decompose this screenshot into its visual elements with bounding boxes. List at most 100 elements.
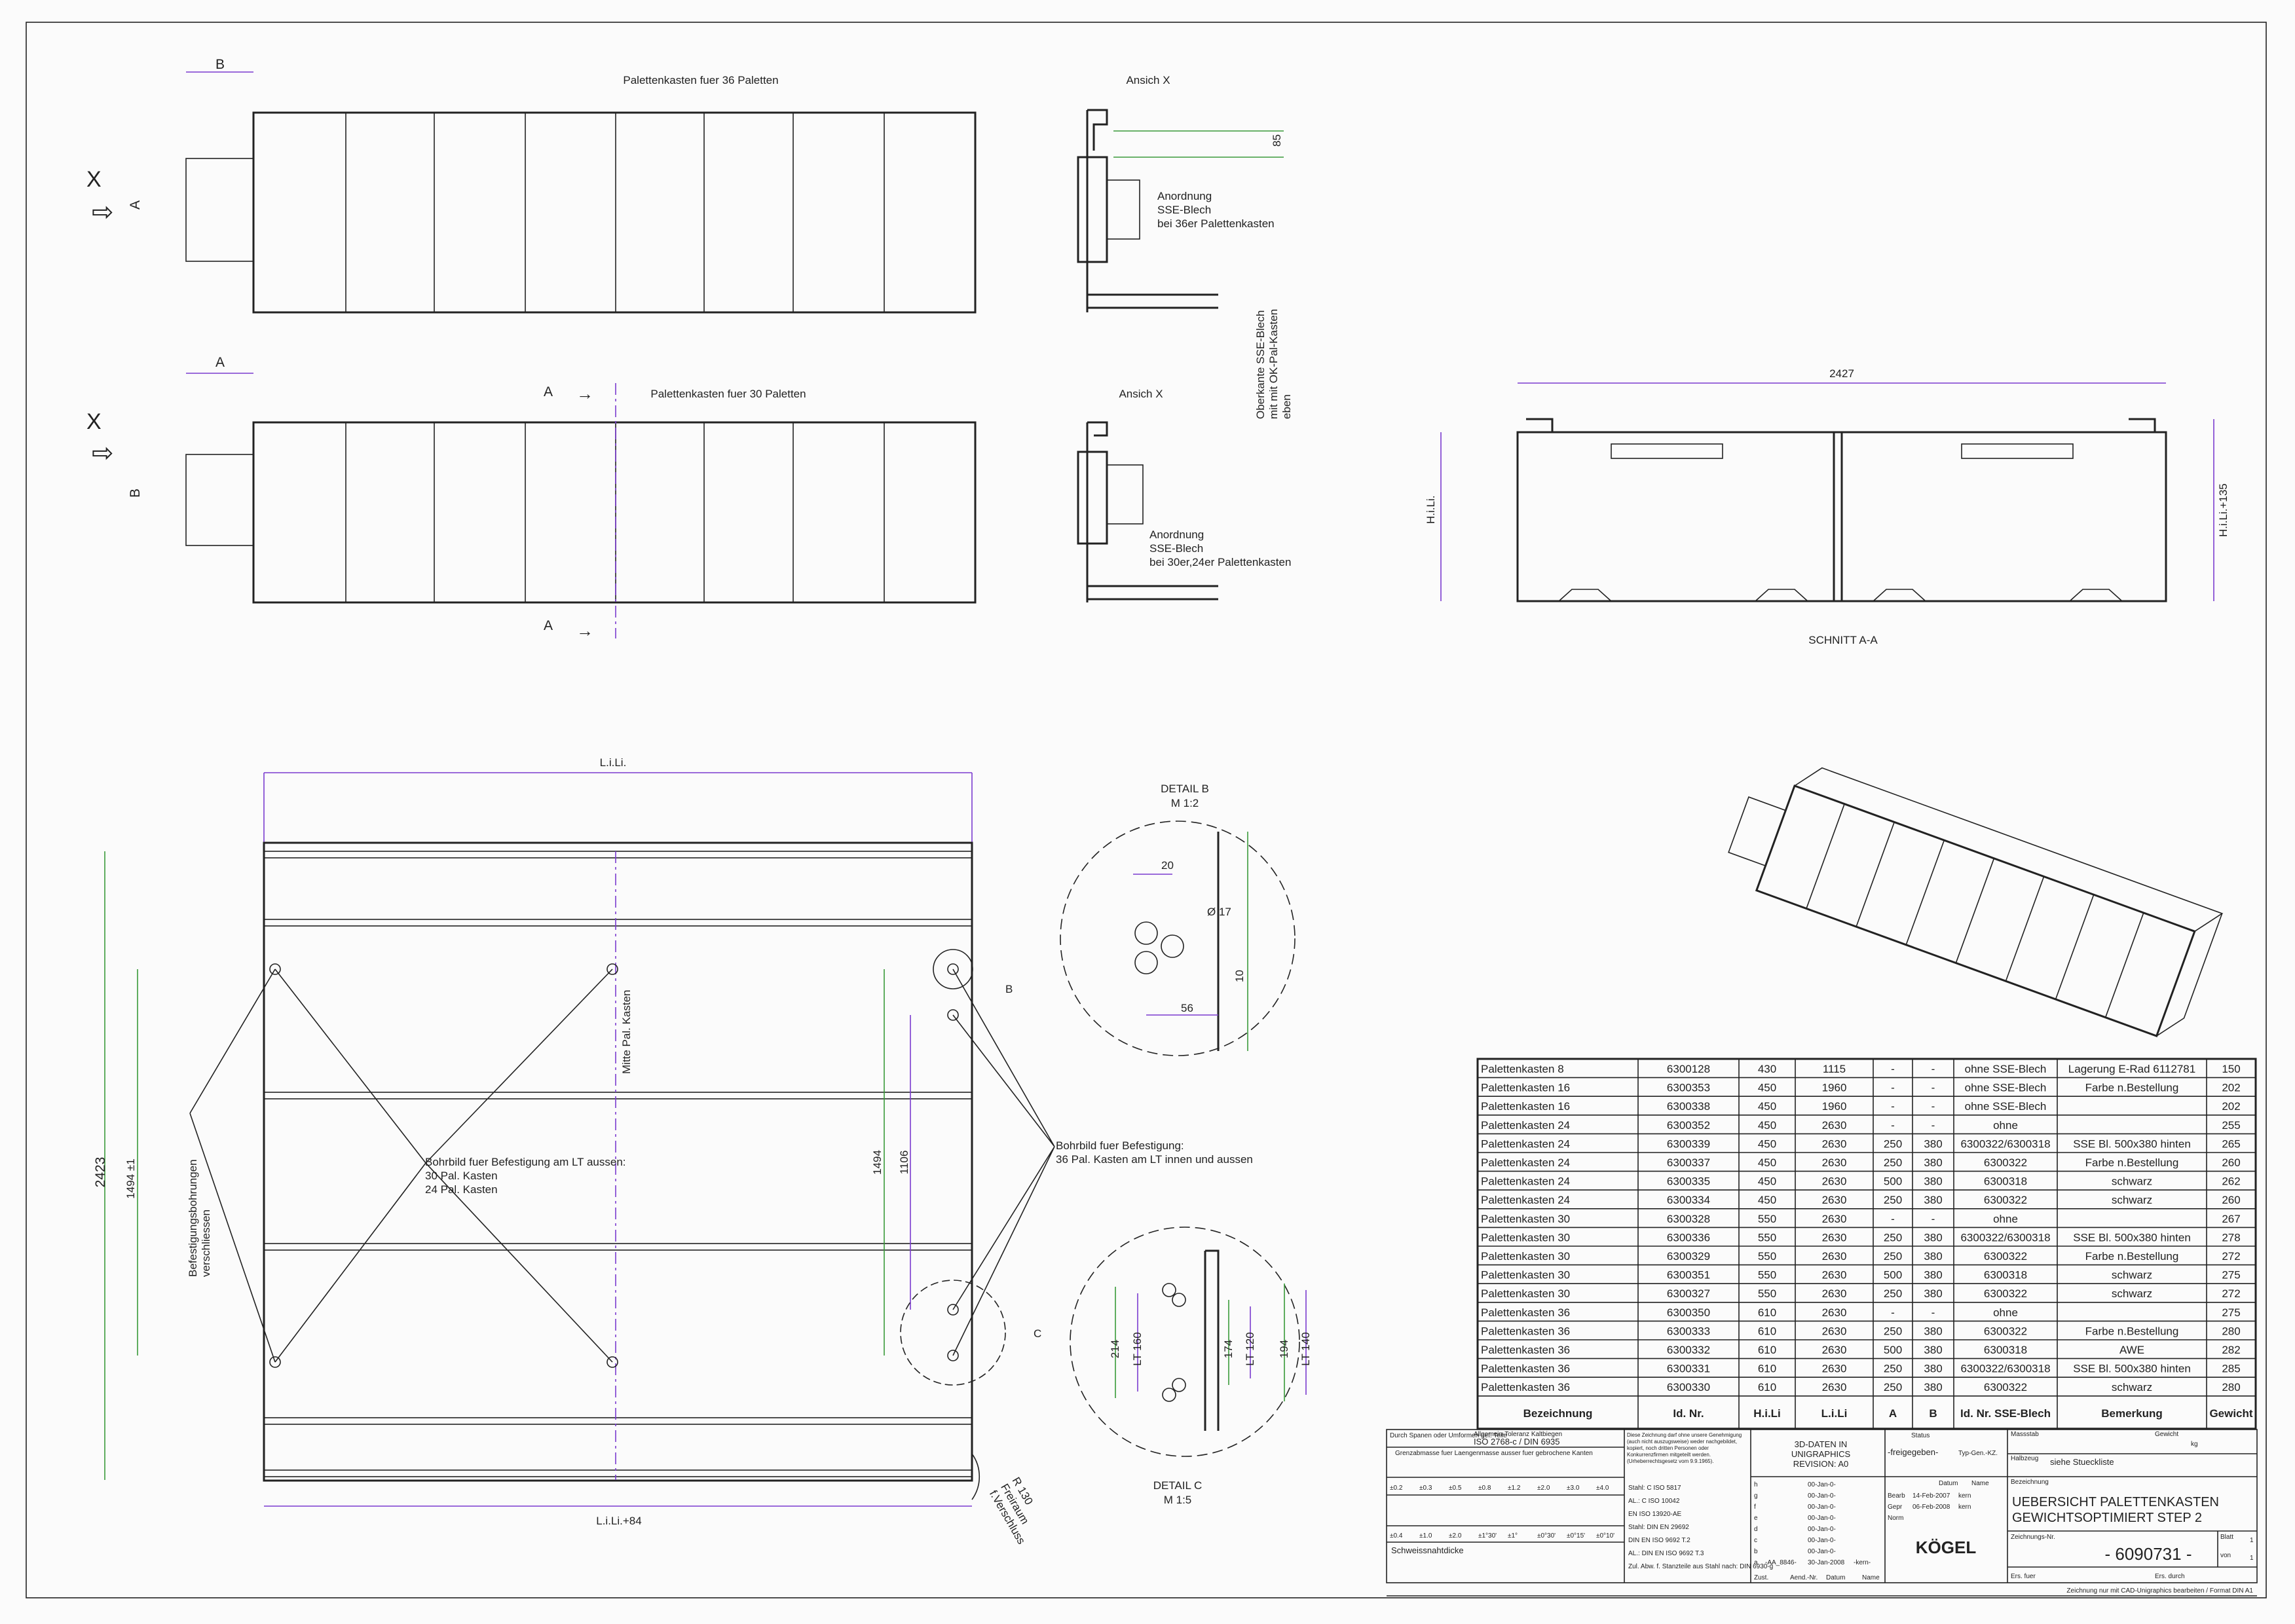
table-cell: 6300336 (1667, 1231, 1710, 1244)
table-header: A (1889, 1407, 1897, 1420)
view-title: Palettenkasten fuer 36 Paletten (623, 74, 778, 86)
panel-divider (1905, 840, 1945, 946)
table-cell: 430 (1758, 1063, 1776, 1075)
table-cell: 550 (1758, 1213, 1776, 1225)
table-cell: 2630 (1822, 1269, 1847, 1282)
table-cell: Farbe n.Bestellung (2085, 1325, 2179, 1337)
detail-title: DETAIL B (1161, 783, 1209, 795)
table-cell: ohne SSE-Blech (1965, 1082, 2047, 1094)
angle-tolerance-value: ±0°30' (1537, 1532, 1556, 1540)
table-cell: 6300322 (1984, 1325, 2027, 1337)
table-cell: 6300318 (1984, 1269, 2027, 1282)
table-cell: - (1931, 1306, 1935, 1319)
table-cell: Palettenkasten 30 (1481, 1287, 1570, 1300)
angle-tolerance-value: ±1° (1508, 1532, 1518, 1540)
table-cell: Palettenkasten 36 (1481, 1381, 1570, 1393)
table-cell: 6300350 (1667, 1306, 1710, 1319)
note-line: bei 30er,24er Palettenkasten (1149, 556, 1291, 568)
note-line: Oberkante SSE-Blech (1254, 310, 1267, 419)
panel-divider (1955, 858, 1995, 963)
mounting-hole (947, 1350, 959, 1361)
dim-2427: 2427 (1829, 367, 1854, 380)
centerline-label: Mitte Pal. Kasten (620, 989, 633, 1074)
dim-1494: 1494 (871, 1150, 884, 1175)
detail-c-dim: LT 140 (1299, 1332, 1312, 1365)
table-header: L.i.Li (1821, 1407, 1848, 1420)
table-cell: 6300335 (1667, 1175, 1710, 1188)
table-cell: 260 (2222, 1156, 2240, 1169)
table-cell: Palettenkasten 24 (1481, 1119, 1570, 1132)
table-cell: 450 (1758, 1137, 1776, 1150)
table-cell: 280 (2222, 1381, 2240, 1393)
table-header: Id. Nr. SSE-Blech (1960, 1407, 2051, 1420)
revision-date: 30-Jan-2008 (1808, 1559, 1845, 1566)
tolerance-value: ±2.0 (1537, 1485, 1550, 1492)
detail-c-dim: 214 (1109, 1340, 1121, 1358)
table-cell: Lagerung E-Rad 6112781 (2068, 1063, 2195, 1075)
table-cell: Palettenkasten 24 (1481, 1175, 1570, 1188)
table-cell: 380 (1924, 1325, 1942, 1337)
table-cell: - (1931, 1082, 1935, 1094)
dim-lili-84: L.i.Li.+84 (596, 1515, 641, 1527)
status-label: Status (1911, 1432, 1930, 1439)
table-cell: - (1891, 1306, 1895, 1319)
table-cell: Palettenkasten 36 (1481, 1363, 1570, 1375)
view-label-x: X (86, 167, 102, 192)
dim-20: 20 (1161, 859, 1174, 872)
dim-1106: 1106 (898, 1151, 910, 1175)
of-value: 1 (2250, 1555, 2254, 1562)
table-header: Bezeichnung (1523, 1407, 1593, 1420)
panel-divider (2055, 894, 2095, 1000)
title-label: Bezeichnung (2011, 1479, 2049, 1486)
table-cell: 2630 (1822, 1381, 1847, 1393)
dim-hili-135: H.i.Li.+135 (2217, 483, 2230, 537)
sheet-label: Blatt (2220, 1534, 2233, 1541)
note-line: eben (1280, 394, 1293, 419)
table-cell: - (1891, 1082, 1895, 1094)
panel-divider (1806, 803, 1845, 909)
table-cell: 610 (1758, 1363, 1776, 1375)
table-cell: 450 (1758, 1156, 1776, 1169)
revision-date: 00-Jan-0- (1808, 1492, 1836, 1500)
note-line: 30 Pal. Kasten (425, 1170, 498, 1182)
table-cell: 450 (1758, 1100, 1776, 1113)
table-cell: 380 (1924, 1381, 1942, 1393)
table-cell: 202 (2222, 1100, 2240, 1113)
note-line: 24 Pal. Kasten (425, 1183, 498, 1196)
note-line: SSE-Blech (1149, 542, 1203, 555)
mounting-hole (947, 1009, 959, 1021)
table-cell: 500 (1884, 1344, 1902, 1356)
table-cell: 282 (2222, 1344, 2240, 1356)
table-cell: 6300352 (1667, 1119, 1710, 1132)
table-cell: 380 (1924, 1175, 1942, 1188)
table-cell: 6300330 (1667, 1381, 1710, 1393)
revision-name: -kern- (1854, 1559, 1871, 1566)
weld-standard: DIN EN ISO 9692 T.2 (1628, 1537, 1690, 1544)
table-cell: 450 (1758, 1082, 1776, 1094)
table-cell: 275 (2222, 1306, 2240, 1319)
dim-lili: L.i.Li. (600, 756, 627, 769)
note-line: Anordnung (1157, 190, 1212, 202)
panel-divider (2104, 912, 2144, 1018)
dim-2423: 2423 (93, 1157, 108, 1188)
table-cell: 380 (1924, 1156, 1942, 1169)
bearb-date: 14-Feb-2007 (1912, 1492, 1950, 1500)
table-cell: 250 (1884, 1231, 1902, 1244)
mounting-hole (606, 963, 618, 975)
callout-b: B (1005, 983, 1013, 995)
table-cell: 272 (2222, 1287, 2240, 1300)
table-cell: 6300337 (1667, 1156, 1710, 1169)
detail-title: DETAIL C (1153, 1479, 1203, 1492)
table-cell: 272 (2222, 1250, 2240, 1263)
drawing-number: - 6090731 - (2105, 1544, 2192, 1564)
table-cell: 2630 (1822, 1213, 1847, 1225)
table-cell: SSE Bl. 500x380 hinten (2073, 1137, 2191, 1150)
table-cell: 275 (2222, 1269, 2240, 1282)
callout-c: C (1034, 1327, 1041, 1340)
table-cell: - (1931, 1063, 1935, 1075)
table-cell: 6300322 (1984, 1287, 2027, 1300)
table-cell: Palettenkasten 30 (1481, 1231, 1570, 1244)
